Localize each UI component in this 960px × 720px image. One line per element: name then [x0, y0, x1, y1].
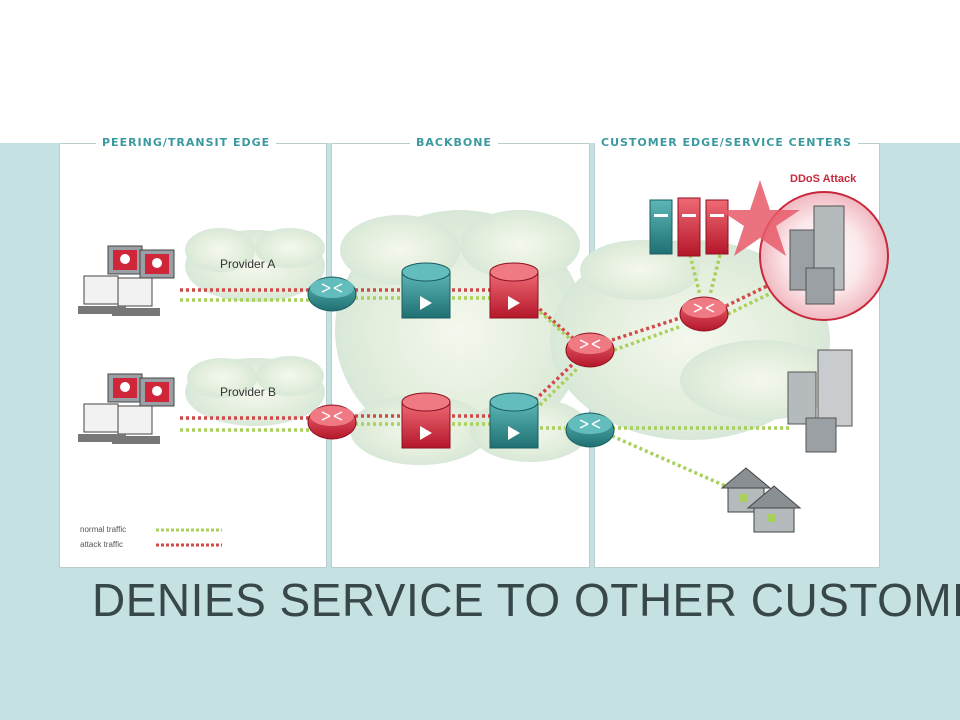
compromised-computers-a	[78, 245, 175, 316]
homes	[720, 467, 802, 533]
router-provider-a	[307, 276, 357, 312]
filter-backbone-top-left	[401, 262, 451, 319]
provider-a-label: Provider A	[220, 257, 275, 271]
ddos-attack-label: DDoS Attack	[790, 173, 857, 185]
cloud-provider-a	[185, 228, 325, 302]
router-provider-b	[307, 404, 357, 440]
router-customer-lower	[565, 412, 615, 448]
filter-backbone-top-right	[489, 262, 539, 319]
data-center-servers	[649, 197, 729, 257]
top-band	[0, 0, 960, 143]
compromised-computers-b	[78, 373, 175, 444]
cloud-provider-b	[185, 356, 325, 426]
legend-attack-label: attack traffic	[80, 540, 123, 549]
router-customer-edge	[679, 296, 729, 332]
provider-b-label: Provider B	[220, 385, 276, 399]
ddos-attack-target	[720, 180, 889, 321]
peering-title: PEERING/TRANSIT EDGE	[96, 136, 277, 150]
filter-backbone-bottom-right	[489, 392, 539, 449]
filter-backbone-bottom-left	[401, 392, 451, 449]
caption: DENIES SERVICE TO OTHER CUSTOME	[92, 574, 960, 626]
backbone-title: BACKBONE	[410, 136, 498, 150]
router-core-hub	[565, 332, 615, 368]
legend-normal-label: normal traffic	[80, 525, 127, 534]
peering-panel	[59, 143, 327, 568]
customer-title: CUSTOMER EDGE/SERVICE CENTERS	[595, 136, 858, 150]
office-buildings	[787, 349, 853, 453]
